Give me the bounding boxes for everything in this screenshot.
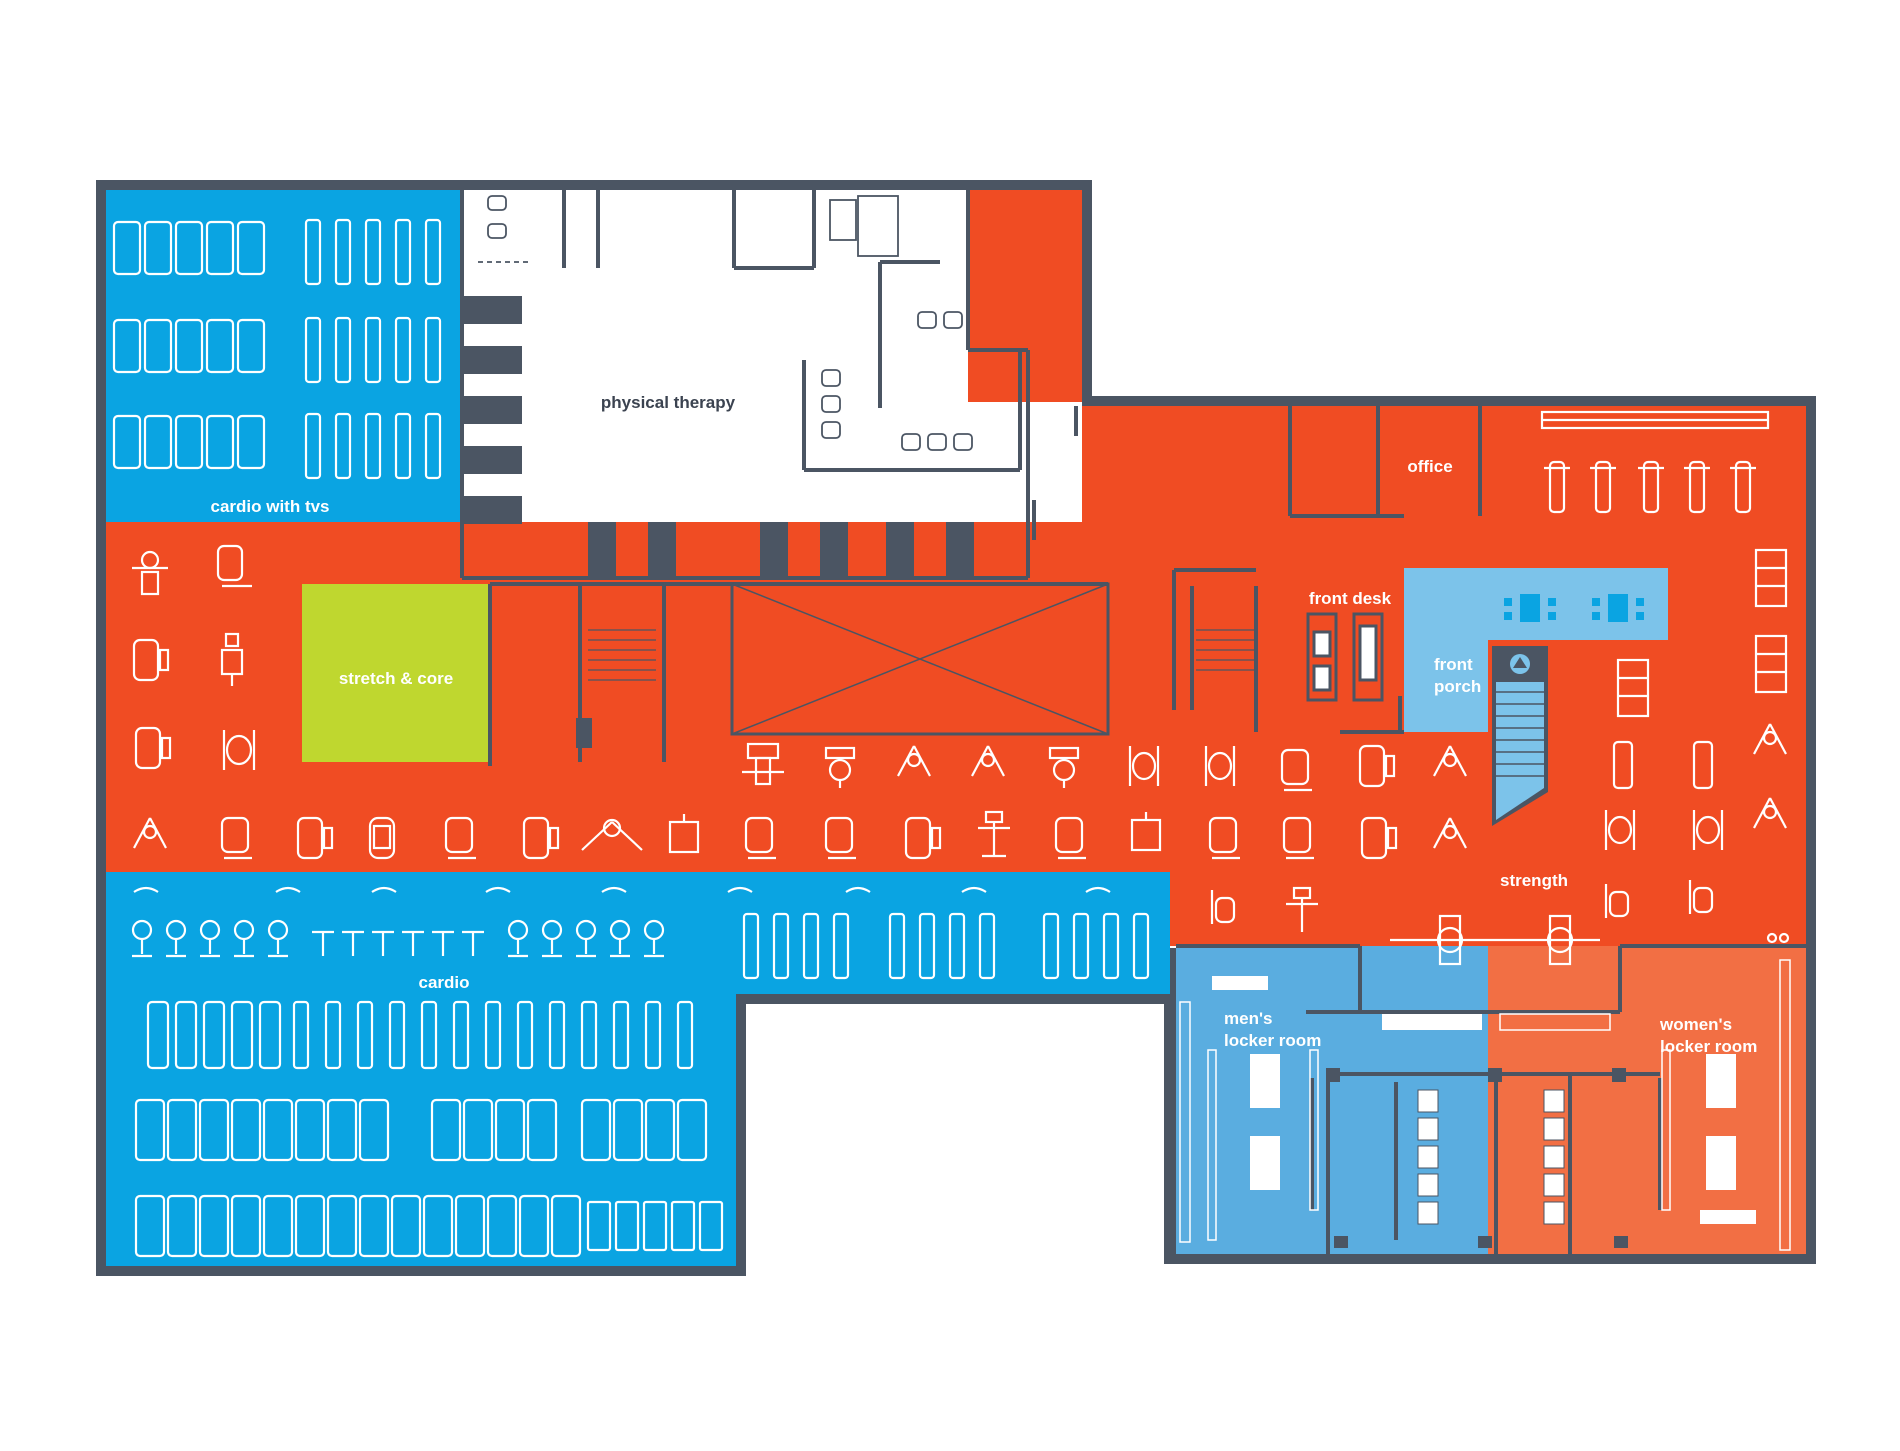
treadmill-icon xyxy=(112,220,266,470)
therapy-partitions xyxy=(460,190,1030,580)
cardio-zone xyxy=(106,872,1170,994)
elevator-icon xyxy=(1492,646,1548,826)
physical-therapy-label: physical therapy xyxy=(601,393,736,412)
womens-locker-zone xyxy=(1488,946,1806,1254)
interior-walls xyxy=(488,406,1482,766)
office-label: office xyxy=(1407,457,1452,476)
womens-locker-label-line2: locker room xyxy=(1660,1037,1757,1056)
mens-locker-label-line2: locker room xyxy=(1224,1031,1321,1050)
strength-machines-row2 xyxy=(133,810,1467,932)
locker-benches xyxy=(1212,976,1756,1224)
physical-therapy-zone xyxy=(462,190,1028,578)
front-porch-label-line1: front xyxy=(1434,655,1473,674)
locker-room-walls xyxy=(1176,944,1806,1254)
toilet-icon xyxy=(1417,1089,1565,1225)
front-desk-label: front desk xyxy=(1309,589,1392,608)
therapy-chair-icon xyxy=(478,195,973,451)
cardio-tvs-label: cardio with tvs xyxy=(210,497,329,516)
stretch-core-label: stretch & core xyxy=(339,669,453,688)
strength-machines-row1 xyxy=(742,742,1467,792)
cardio-tvs-zone xyxy=(106,190,462,522)
desk-icon xyxy=(1306,612,1384,702)
cardio-equipment xyxy=(131,886,1150,1258)
tv-icons xyxy=(133,886,1111,893)
mens-locker-zone xyxy=(1176,946,1488,1254)
sink-row xyxy=(1382,1013,1611,1031)
upper-orange-zone xyxy=(968,190,1082,402)
stretch-core-zone xyxy=(302,584,490,762)
strength-label: strength xyxy=(1500,871,1568,890)
building-walls xyxy=(96,180,1816,1276)
strength-east-lower-zone xyxy=(1176,870,1806,946)
front-porch-tables xyxy=(1504,594,1644,622)
womens-locker-label-line1: women's xyxy=(1659,1015,1732,1034)
elliptical-icon xyxy=(304,218,442,480)
strength-east-equipment xyxy=(1390,410,1790,966)
cardio-label: cardio xyxy=(418,973,469,992)
therapy-tables xyxy=(462,296,974,578)
front-porch-label-line2: porch xyxy=(1434,677,1481,696)
locker-lines xyxy=(1179,959,1791,1251)
mens-locker-label-line1: men's xyxy=(1224,1009,1272,1028)
weight-machine-icon xyxy=(132,544,256,770)
